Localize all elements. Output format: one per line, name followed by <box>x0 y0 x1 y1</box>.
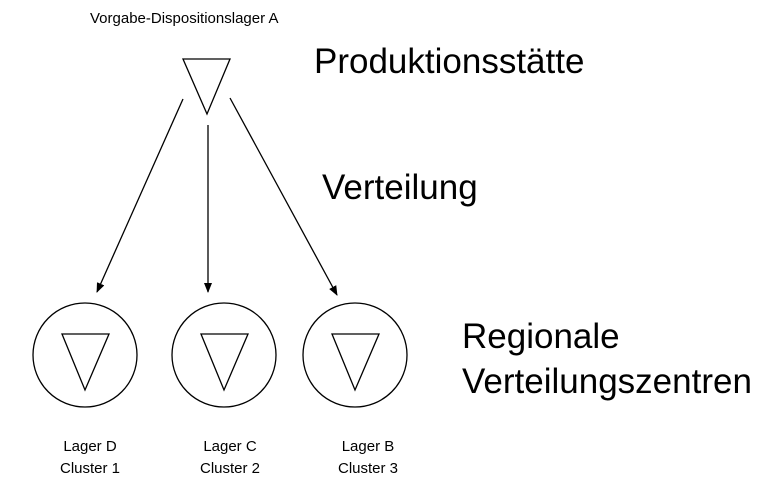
warehouse-name: Lager B <box>341 438 395 455</box>
regional-level-label-line1: Regionale <box>462 317 620 356</box>
arrow-to-lager-d <box>96 98 184 293</box>
production-level-label: Produktionsstätte <box>314 42 585 81</box>
lager-c-triangle <box>200 333 249 392</box>
warehouse-name: Lager C <box>203 438 257 455</box>
warehouse-caption-lager-d: Lager D Cluster 1 <box>50 436 130 480</box>
warehouse-cluster: Cluster 1 <box>59 460 121 477</box>
warehouse-cluster: Cluster 3 <box>337 460 399 477</box>
warehouse-caption-lager-c: Lager C Cluster 2 <box>190 436 270 480</box>
warehouse-name: Lager D <box>63 438 117 455</box>
source-warehouse-triangle <box>182 58 231 116</box>
source-warehouse-label: Vorgabe-Dispositionslager A <box>90 10 279 27</box>
arrow-to-lager-b <box>229 97 338 296</box>
lager-b-triangle <box>331 333 380 392</box>
lager-d-triangle <box>61 333 110 392</box>
regional-level-label-line2: Verteilungszentren <box>462 362 752 401</box>
warehouse-cluster: Cluster 2 <box>199 460 261 477</box>
distribution-level-label: Verteilung <box>322 168 478 207</box>
warehouse-caption-lager-b: Lager B Cluster 3 <box>328 436 408 480</box>
